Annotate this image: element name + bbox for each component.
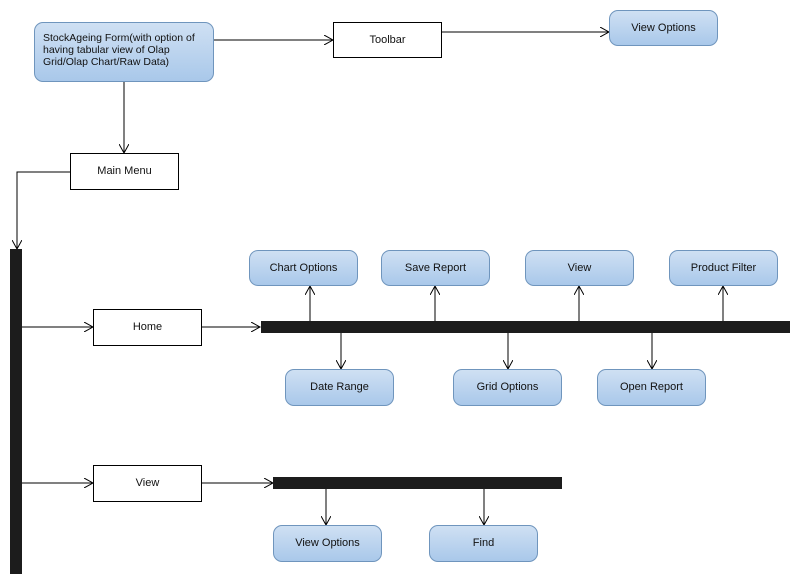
view-node[interactable]: View xyxy=(93,465,202,502)
toolbar-label: Toolbar xyxy=(369,33,406,46)
grid-options-node[interactable]: Grid Options xyxy=(453,369,562,406)
chart-options-label: Chart Options xyxy=(269,261,338,274)
product-filter-node[interactable]: Product Filter xyxy=(669,250,778,286)
home-node[interactable]: Home xyxy=(93,309,202,346)
toolbar-node[interactable]: Toolbar xyxy=(333,22,442,58)
find-label: Find xyxy=(472,537,495,550)
toolbar-view-options-node[interactable]: View Options xyxy=(609,10,718,46)
view-options-label: View Options xyxy=(295,537,360,550)
date-range-node[interactable]: Date Range xyxy=(285,369,394,406)
grid-options-label: Grid Options xyxy=(476,381,539,394)
menu-vertical-bar xyxy=(10,249,22,574)
view-top-label: View xyxy=(567,261,592,274)
view-horizontal-bar xyxy=(273,477,562,489)
home-horizontal-bar xyxy=(261,321,790,333)
stock-ageing-form-label: StockAgeing Form(with option of having t… xyxy=(43,32,195,69)
chart-options-node[interactable]: Chart Options xyxy=(249,250,358,286)
find-node[interactable]: Find xyxy=(429,525,538,562)
save-report-label: Save Report xyxy=(404,261,467,274)
save-report-node[interactable]: Save Report xyxy=(381,250,490,286)
main-menu-label: Main Menu xyxy=(97,165,152,178)
open-report-label: Open Report xyxy=(620,381,683,394)
view-top-node[interactable]: View xyxy=(525,250,634,286)
open-report-node[interactable]: Open Report xyxy=(597,369,706,406)
product-filter-label: Product Filter xyxy=(690,261,757,274)
home-label: Home xyxy=(132,321,163,334)
toolbar-view-options-label: View Options xyxy=(631,21,696,34)
date-range-label: Date Range xyxy=(310,381,369,394)
view-options-node[interactable]: View Options xyxy=(273,525,382,562)
stock-ageing-form-node[interactable]: StockAgeing Form(with option of having t… xyxy=(34,22,214,82)
view-label: View xyxy=(135,477,160,490)
main-menu-node[interactable]: Main Menu xyxy=(70,153,179,190)
connector-main-menu-to-bar xyxy=(17,171,70,249)
